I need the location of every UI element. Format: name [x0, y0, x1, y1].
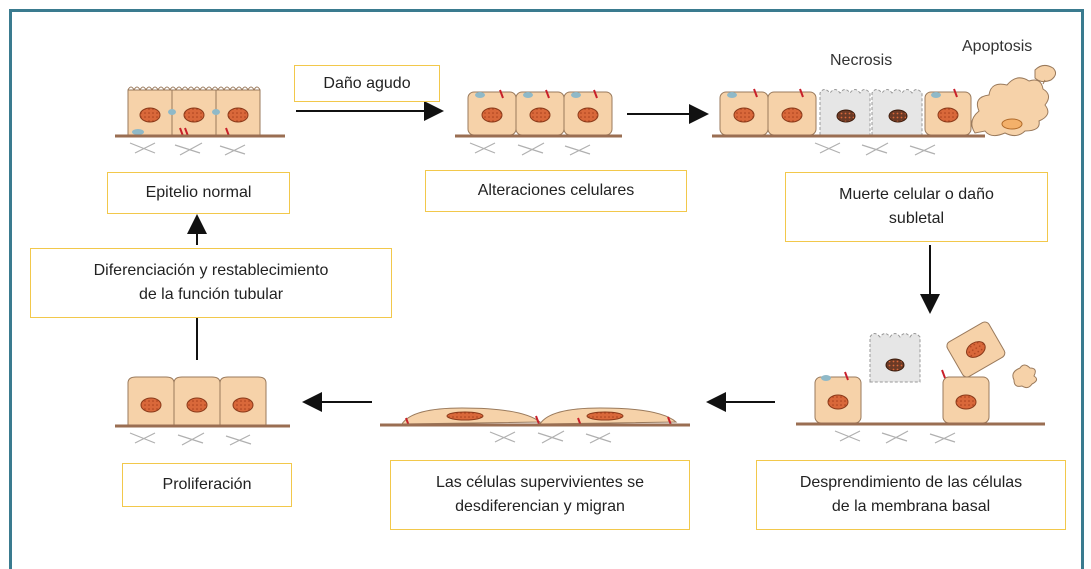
label-diferenciacion: Diferenciación y restablecimiento de la … — [30, 248, 392, 318]
label-muerte-celular: Muerte celular o daño subletal — [785, 172, 1048, 242]
label-necrosis: Necrosis — [830, 52, 893, 69]
label-supervivientes: Las células supervivientes se desdiferen… — [390, 460, 690, 530]
label-alteraciones-celulares: Alteraciones celulares — [425, 170, 687, 212]
supervivientes-line-1: Las células supervivientes se — [435, 474, 645, 491]
label-dano-agudo: Daño agudo — [294, 65, 440, 102]
diagram-frame — [9, 9, 1084, 569]
label-desprendimiento: Desprendimiento de las células de la mem… — [756, 460, 1066, 530]
cellular-alterations-illustration — [455, 89, 622, 156]
desprendimiento-line-2: de la membrana basal — [831, 498, 991, 515]
supervivientes-line-2: desdiferencian y migran — [455, 498, 625, 515]
diferenciacion-line-2: de la función tubular — [138, 286, 284, 303]
muerte-line-1: Muerte celular o daño — [839, 186, 994, 203]
diferenciacion-line-1: Diferenciación y restablecimiento — [93, 262, 329, 279]
label-proliferacion: Proliferación — [122, 463, 292, 507]
label-apoptosis: Apoptosis — [962, 38, 1033, 55]
normal-epithelium-illustration — [115, 86, 285, 156]
muerte-line-2: subletal — [888, 210, 945, 227]
migrating-cells-illustration — [380, 407, 690, 444]
cell-death-illustration — [712, 64, 1057, 156]
proliferation-illustration — [115, 376, 290, 446]
desprendimiento-line-1: Desprendimiento de las células — [799, 474, 1023, 491]
detachment-illustration — [796, 321, 1045, 444]
label-epitelio-normal: Epitelio normal — [107, 172, 290, 214]
